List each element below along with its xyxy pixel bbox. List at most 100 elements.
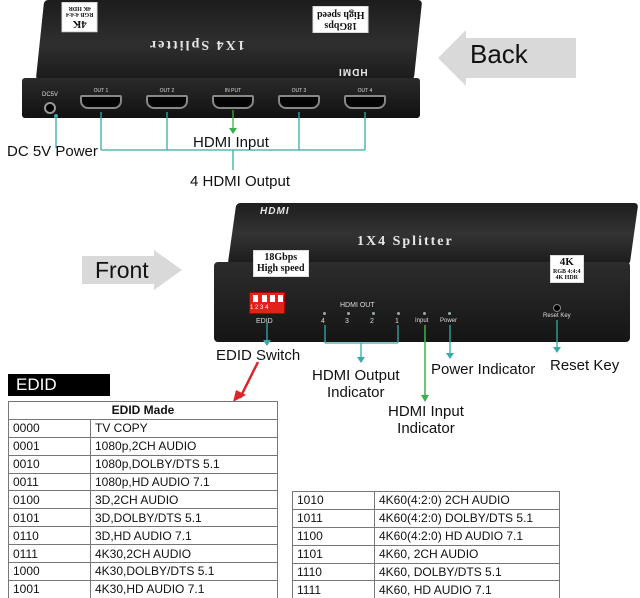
edid-mode: TV COPY bbox=[90, 418, 278, 438]
back-port-label-out4: OUT 4 bbox=[357, 88, 373, 94]
edid-code: 0111 bbox=[8, 544, 91, 564]
edid-mode: 4K60(4:2:0) HD AUDIO 7.1 bbox=[374, 526, 560, 546]
led-out3 bbox=[347, 312, 350, 315]
back-speed-line1: 18Gbps bbox=[324, 20, 358, 31]
led-power bbox=[448, 312, 451, 315]
back-port-out3 bbox=[278, 95, 320, 109]
front-edid-label: EDID bbox=[256, 318, 273, 325]
edid-mode: 4K60(4:2:0) 2CH AUDIO bbox=[374, 491, 560, 510]
back-arrow-shape bbox=[438, 30, 576, 86]
edid-mode: 4K60(4:2:0) DOLBY/DTS 5.1 bbox=[374, 508, 560, 528]
edid-code: 0000 bbox=[8, 418, 91, 438]
front-input-led-label: Input bbox=[415, 318, 429, 324]
front-hdr-text: 4K HDR bbox=[555, 274, 579, 281]
callout-hdmi-input: HDMI Input bbox=[193, 134, 269, 151]
edid-section-badge: EDID bbox=[8, 374, 110, 396]
edid-dip-switch[interactable] bbox=[249, 292, 285, 314]
callout-power-indicator: Power Indicator bbox=[431, 361, 536, 378]
led-out4 bbox=[323, 312, 326, 315]
front-speed-line1: 18Gbps bbox=[264, 252, 298, 263]
callout-reset-key: Reset Key bbox=[550, 357, 620, 374]
dc-port-label: DC5V bbox=[41, 92, 58, 98]
callout-dc-power: DC 5V Power bbox=[7, 143, 98, 160]
edid-mode: 3D,HD AUDIO 7.1 bbox=[90, 526, 278, 546]
edid-mode: 3D,2CH AUDIO bbox=[90, 490, 278, 510]
out-number-2: 2 bbox=[370, 318, 374, 325]
edid-code: 1101 bbox=[292, 544, 375, 564]
back-port-label-input: IN PUT bbox=[224, 88, 242, 94]
front-hdmi-out-label: HDMI OUT bbox=[340, 302, 375, 309]
back-4k-text: 4K bbox=[72, 18, 87, 31]
edid-code: 0001 bbox=[8, 436, 91, 456]
back-hdmi-logo: HDMI bbox=[338, 66, 368, 77]
front-rgb-text: RGB 4:4:4 bbox=[553, 268, 581, 275]
front-power-led-label: Power bbox=[440, 318, 458, 324]
front-arrow-shape bbox=[82, 250, 182, 290]
back-port-input bbox=[212, 95, 254, 109]
dc-power-port bbox=[44, 102, 56, 114]
edid-mode: 4K30,DOLBY/DTS 5.1 bbox=[90, 562, 278, 581]
edid-code: 1110 bbox=[292, 562, 375, 582]
front-reset-label: Reset Key bbox=[543, 313, 571, 319]
hdmi-input-indicator-line2: Indicator bbox=[397, 420, 455, 438]
edid-mode: 3D,DOLBY/DTS 5.1 bbox=[90, 508, 278, 528]
back-port-label-out3: OUT 3 bbox=[291, 88, 307, 94]
edid-code: 0011 bbox=[8, 472, 91, 492]
back-port-out2 bbox=[146, 95, 188, 109]
edid-mode: 1080p,2CH AUDIO bbox=[90, 436, 278, 456]
out-number-1: 1 bbox=[395, 318, 399, 325]
back-port-out4 bbox=[344, 95, 386, 109]
front-hdmi-logo: HDMI bbox=[260, 206, 290, 217]
edid-code: 0100 bbox=[8, 490, 91, 510]
led-out1 bbox=[397, 312, 400, 315]
front-4k-text: 4K bbox=[559, 256, 574, 268]
front-device-title: 1X4 Splitter bbox=[357, 234, 454, 249]
back-speed-box: 18Gbps High speed bbox=[313, 6, 369, 33]
edid-code: 0101 bbox=[8, 508, 91, 528]
led-out2 bbox=[372, 312, 375, 315]
back-4k-badge: 4K RGB 4:4:4 4K HDR bbox=[62, 2, 98, 33]
hdmi-input-indicator-line1: HDMI Input bbox=[388, 403, 464, 420]
edid-mode: 4K30,2CH AUDIO bbox=[90, 544, 278, 564]
back-speed-line2: High speed bbox=[317, 9, 365, 21]
edid-code: 1000 bbox=[8, 562, 91, 581]
back-rgb-text: RGB 4:4:4 bbox=[66, 11, 94, 18]
back-port-label-out2: OUT 2 bbox=[159, 88, 175, 94]
edid-mode: 1080p,DOLBY/DTS 5.1 bbox=[90, 454, 278, 474]
front-arrow-label: Front bbox=[95, 257, 149, 283]
edid-code: 0010 bbox=[8, 454, 91, 474]
edid-mode: 4K30,HD AUDIO 7.1 bbox=[90, 579, 278, 598]
edid-code: 1011 bbox=[292, 508, 375, 528]
hdmi-output-indicator-line2: Indicator bbox=[326, 384, 385, 402]
back-device-title: 1X4 Splitter bbox=[148, 37, 245, 52]
out-number-4: 4 bbox=[321, 318, 325, 325]
callout-hdmi-input-indicator: HDMI Input Indicator bbox=[388, 403, 464, 438]
back-arrow-label: Back bbox=[470, 39, 528, 69]
front-speed-line2: High speed bbox=[257, 262, 305, 274]
hdmi-output-indicator-line1: HDMI Output bbox=[312, 367, 400, 384]
reset-key-button[interactable] bbox=[553, 304, 561, 312]
front-speed-box: 18Gbps High speed bbox=[253, 250, 309, 277]
out-number-3: 3 bbox=[345, 318, 349, 325]
callout-edid-switch: EDID Switch bbox=[216, 347, 301, 364]
edid-code: 1100 bbox=[292, 526, 375, 546]
callout-hdmi-output-indicator: HDMI Output Indicator bbox=[312, 367, 400, 402]
edid-mode: 1080p,HD AUDIO 7.1 bbox=[90, 472, 278, 492]
callout-hdmi-output: 4 HDMI Output bbox=[190, 173, 291, 190]
edid-mode: 4K60, 2CH AUDIO bbox=[374, 544, 560, 564]
